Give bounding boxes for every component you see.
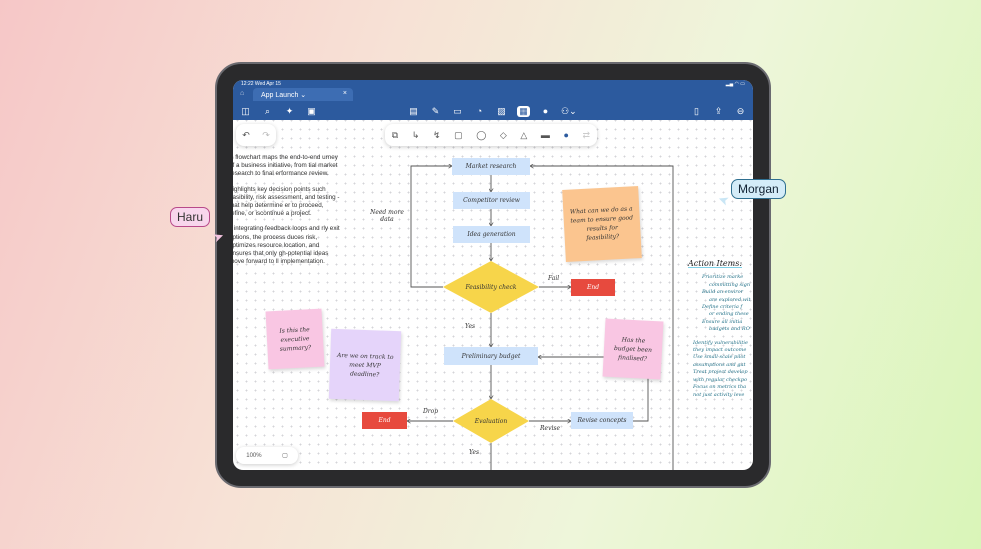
sparkle-icon[interactable]: ✦ (285, 105, 294, 116)
action-item: Ensure all initia (702, 318, 743, 325)
redo-icon[interactable]: ↷ (262, 129, 270, 140)
action-item: Prioritize marke (702, 274, 744, 281)
swap-icon[interactable]: ⇄ (582, 129, 591, 140)
sticky-note-pink[interactable]: Is this the executive summary? (265, 308, 325, 370)
action-item: Use small-scale pilot (693, 354, 746, 361)
sticky-note-purple[interactable]: Are we on track to meet MVP deadline? (328, 328, 402, 402)
triangle-icon[interactable]: △ (520, 129, 528, 140)
fit-icon[interactable]: ▢ (282, 453, 288, 459)
action-item: assumptions and gat (693, 361, 746, 368)
shape-toolbar: ⧉ ↳ ↯ ▢ ◯ ◇ △ ▬ ● ⇄ (385, 124, 597, 146)
sticky-note-orange[interactable]: What can we do as a team to ensure good … (562, 186, 642, 262)
search-icon[interactable]: ⌕ (264, 105, 271, 116)
node-end[interactable]: End (362, 412, 407, 429)
more-circle-icon[interactable]: ⊖ (736, 105, 745, 116)
action-item: or ending these (709, 311, 749, 318)
status-time: 12:22 Wed Apr 15 (241, 81, 281, 87)
action-item: budgets and RO (709, 326, 750, 333)
label-yes: Yes (465, 323, 476, 330)
node-competitor-review[interactable]: Competitor review (453, 192, 530, 209)
circle-icon[interactable]: ◯ (476, 129, 487, 140)
time: 12:22 (241, 81, 254, 87)
action-item: Build an enviror (702, 289, 744, 296)
toolbar-right: ▯ ⇪ ⊖ (690, 102, 747, 120)
color-icon[interactable]: ● (563, 130, 569, 140)
stickers-icon[interactable]: ▦ (517, 105, 530, 117)
tab-app-launch[interactable]: App Launch ⌄ × (253, 88, 353, 101)
decision-label: Evaluation (474, 417, 508, 425)
connectors (233, 80, 674, 470)
share-icon[interactable]: ⇪ (714, 105, 723, 116)
diamond-icon[interactable]: ◇ (499, 129, 507, 140)
app-screen: 12:22 Wed Apr 15 ▂▄ ◠ ▭ ⌂ App Launch ⌄× … (233, 80, 753, 470)
people-icon[interactable]: ⚇⌄ (561, 105, 577, 116)
label-need-more-data: Need more data (370, 209, 404, 223)
action-item: Identify vulnerabilitie (693, 339, 748, 346)
decision-label: Feasibility check (465, 283, 517, 291)
toolbar-center: ▤ ✎ ▭ ◔ ▨ ▦ ● ⚇⌄ (407, 102, 577, 120)
action-item: they impact outcome (693, 347, 747, 354)
decision-evaluation[interactable]: Evaluation (453, 399, 529, 443)
node-end[interactable]: End (571, 279, 615, 296)
action-items-title: Action Items: (688, 259, 743, 269)
description-paragraph: is flowchart maps the end-to-end urney o… (233, 154, 338, 178)
top-bar: 12:22 Wed Apr 15 ▂▄ ◠ ▭ ⌂ App Launch ⌄× … (233, 80, 753, 120)
square-icon[interactable]: ▢ (454, 129, 463, 140)
action-item: Focus on metrics tha (693, 384, 747, 391)
zoom-level[interactable]: 100% (246, 452, 262, 459)
action-item: Define criteria f (702, 304, 743, 311)
shapes-icon[interactable]: ▭ (453, 105, 462, 116)
label-drop: Drop (423, 408, 439, 415)
action-item: committing sign (709, 281, 751, 288)
copy-icon[interactable]: ⧉ (391, 129, 399, 140)
zoom-control: 100% ▢ (236, 447, 298, 464)
line-icon[interactable]: ▬ (540, 130, 550, 140)
node-preliminary-budget[interactable]: Preliminary budget (444, 347, 538, 365)
more-icon[interactable]: ● (542, 106, 549, 116)
date: Wed Apr 15 (254, 81, 281, 87)
note-icon[interactable]: ▤ (409, 105, 418, 116)
action-item: are explored wit (709, 296, 751, 303)
label-yes: Yes (469, 449, 480, 456)
description-text: is flowchart maps the end-to-end urney o… (233, 154, 341, 273)
cursor-label-morgan: Morgan (731, 179, 786, 199)
node-idea-generation[interactable]: Idea generation (453, 226, 530, 243)
description-paragraph: y integrating feedback loops and rly exi… (233, 225, 340, 266)
undo-icon[interactable]: ↶ (242, 129, 250, 140)
toolbar-left: ◫ ⌕ ✦ ▣ (239, 102, 318, 120)
description-paragraph: highlights key decision points such easi… (233, 185, 340, 218)
node-market-research[interactable]: Market research (452, 158, 530, 175)
pen-icon[interactable]: ✎ (431, 105, 440, 116)
image-icon[interactable]: ▨ (497, 105, 506, 116)
undo-redo: ↶↷ (236, 124, 276, 146)
action-item: with regular checkpo (693, 376, 748, 383)
decision-feasibility-check[interactable]: Feasibility check (443, 261, 539, 313)
action-item: not just activity leve (693, 391, 745, 398)
document-icon[interactable]: ▣ (307, 105, 316, 116)
tab-title: App Launch ⌄ (261, 92, 307, 99)
sticky-note-pink[interactable]: Has the budget been finalised? (602, 318, 664, 380)
label-fail: Fail (548, 275, 560, 282)
status-icons: ▂▄ ◠ ▭ (725, 81, 745, 87)
cursor-label-haru: Haru (170, 207, 211, 227)
connector-2-icon[interactable]: ↯ (432, 129, 441, 140)
close-icon[interactable]: × (342, 90, 347, 97)
palette-icon[interactable]: ◔ (476, 106, 483, 116)
action-item: Treat project develop (693, 369, 748, 376)
node-revise-concepts[interactable]: Revise concepts (571, 412, 633, 429)
label-revise: Revise (540, 425, 561, 432)
sidebar-icon[interactable]: ◫ (241, 105, 250, 116)
home-icon[interactable]: ⌂ (240, 90, 245, 97)
new-page-icon[interactable]: ▯ (694, 105, 699, 116)
connector-icon[interactable]: ↳ (411, 129, 420, 140)
